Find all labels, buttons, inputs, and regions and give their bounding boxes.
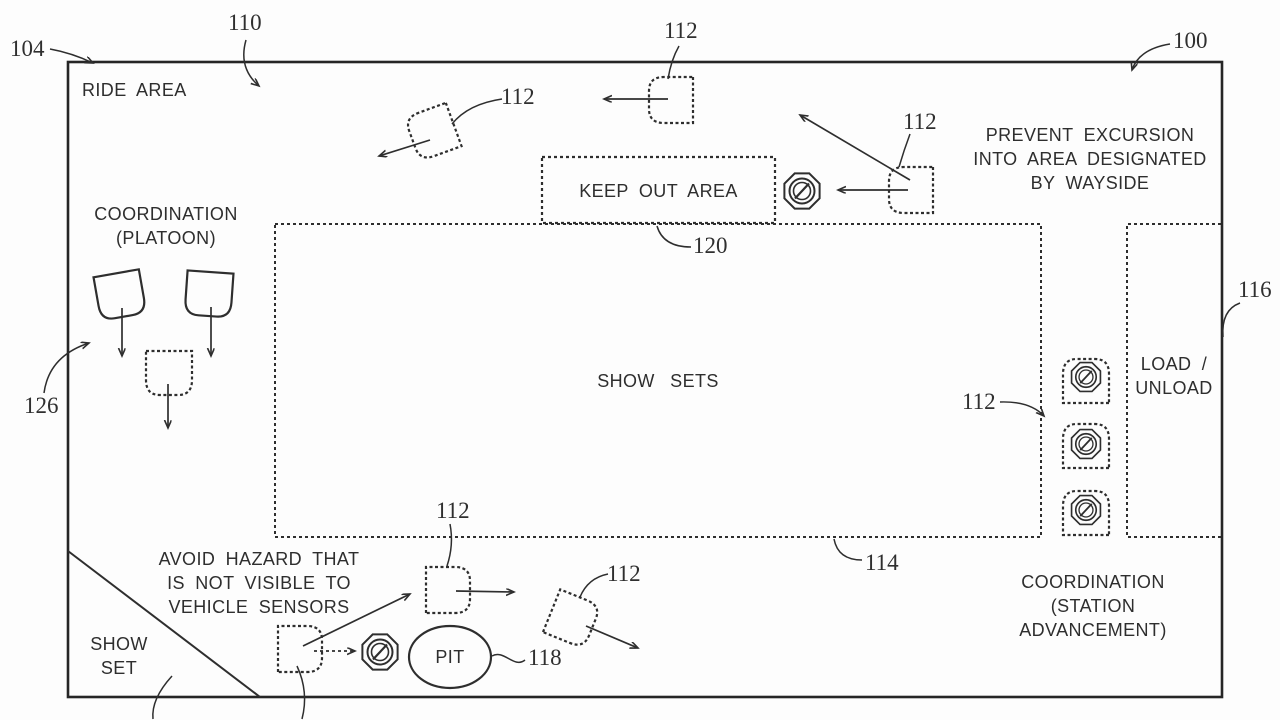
wayside-marker-icon-top [783,172,821,210]
load-unload-label: LOAD / UNLOAD [1135,354,1213,398]
ref-110: 110 [228,10,262,35]
vehicle-platoon-2 [183,269,235,319]
leader-112-bottom-middle [446,523,453,567]
coordination-platoon-label: COORDINATION (PLATOON) [94,204,238,248]
wayside-marker-icon-station-3 [1070,494,1102,526]
ref-112-top-left: 112 [501,84,535,109]
ref-118: 118 [528,645,562,670]
leader-vehicle-offpage [296,665,306,720]
ref-104: 104 [10,36,45,61]
leader-104 [49,48,93,63]
vehicle-top-middle [647,75,695,125]
leader-110 [243,39,259,86]
leader-116 [1222,302,1241,338]
vehicle-bottom-left [276,624,324,674]
arrow-bottom-middle-vehicle [455,591,514,592]
ref-112-top-middle: 112 [664,18,698,43]
leader-118 [491,653,526,663]
ref-114: 114 [865,550,899,575]
ride-area-label: RIDE AREA [82,80,187,100]
arrow-top-left-vehicle [379,139,431,156]
arrow-bottom-right-vehicle [585,625,638,648]
vehicle-station-2 [1061,422,1111,470]
ref-112-station: 112 [962,389,996,414]
leader-112-top-left [451,98,503,125]
leader-112-top-middle [667,45,680,80]
leader-112-bottom-right [579,573,609,598]
leader-show-set-offpage [152,675,173,720]
leader-100 [1132,43,1171,70]
show-sets-label: SHOW SETS [597,371,719,391]
avoid-hazard-note: AVOID HAZARD THAT IS NOT VISIBLE TO VEHI… [158,549,360,617]
vehicle-bottom-middle [424,565,472,615]
show-set-label: SHOW SET [90,634,148,678]
keep-out-area-box [540,155,777,225]
leader-112-station [999,401,1044,416]
pit-ellipse [407,624,493,690]
wayside-marker-icon-station-1 [1070,361,1102,393]
ride-area-border [66,60,1224,699]
ref-112-top-right: 112 [903,109,937,134]
ref-112-bottom-right: 112 [607,561,641,586]
wayside-marker-icon-station-2 [1070,428,1102,460]
pit-label: PIT [435,647,465,667]
ref-116: 116 [1238,277,1272,302]
leader-120 [656,225,692,248]
vehicle-platoon-1 [92,268,148,322]
leader-126 [43,343,89,394]
vehicle-top-left [403,101,463,163]
ref-112-bottom-middle: 112 [436,498,470,523]
vehicle-bottom-right [541,588,603,650]
ref-126: 126 [24,393,59,418]
ref-100: 100 [1173,28,1208,53]
vehicle-platoon-3 [144,349,194,397]
keep-out-area-label: KEEP OUT AREA [579,181,738,201]
vehicle-station-1 [1061,357,1111,405]
leader-112-top-right [898,133,911,168]
coordination-station-label: COORDINATION (STATION ADVANCEMENT) [1019,572,1167,640]
prevent-excursion-note: PREVENT EXCURSION INTO AREA DESIGNATED B… [973,125,1207,193]
wayside-marker-icon-bottom [361,633,399,671]
arrow-avoid-hazard [302,594,410,647]
leader-114 [833,538,863,561]
show-set-diagonal [67,550,261,698]
ref-120: 120 [693,233,728,258]
arrow-excursion-up-left [800,115,911,181]
vehicle-station-3 [1061,489,1111,537]
